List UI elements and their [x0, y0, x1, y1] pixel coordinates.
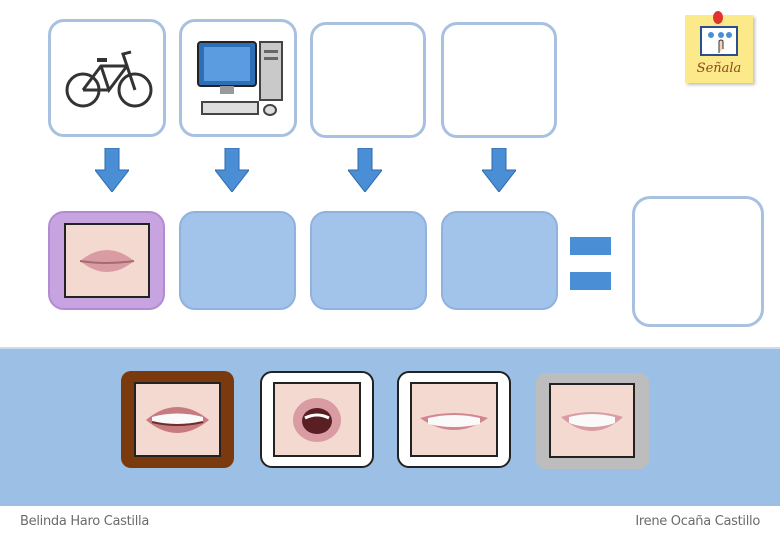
pointing-hand-icon — [700, 26, 738, 56]
desktop-computer-icon — [197, 41, 283, 116]
answer-slot-2[interactable] — [179, 211, 296, 310]
picture-card-bicycle — [48, 19, 166, 137]
options-band — [0, 347, 780, 506]
pin-icon — [713, 11, 723, 24]
footer-left-author: Belinda Haro Castilla — [20, 514, 150, 529]
mouth-closed-image — [64, 223, 150, 298]
mouth-option-4[interactable] — [536, 373, 649, 469]
senala-sticky-note: Señala — [685, 15, 753, 83]
picture-card-empty-4 — [441, 22, 557, 138]
footer-right-author: Irene Ocaña Castillo — [635, 514, 760, 529]
note-label: Señala — [696, 61, 742, 76]
arrow-down-icon — [95, 148, 129, 192]
picture-card-computer — [179, 19, 297, 137]
result-box[interactable] — [632, 196, 764, 327]
mouth-option-3[interactable] — [397, 371, 511, 468]
mouth-smile-wide-image — [549, 383, 635, 458]
mouth-open-teeth-image — [134, 382, 221, 457]
arrow-down-icon — [215, 148, 249, 192]
mouth-option-2[interactable] — [260, 371, 374, 468]
answer-slot-4[interactable] — [441, 211, 558, 310]
bicycle-icon — [65, 50, 153, 108]
arrow-down-icon — [348, 148, 382, 192]
mouth-round-open-image — [273, 382, 361, 457]
mouth-option-1[interactable] — [121, 371, 234, 468]
arrow-down-icon — [482, 148, 516, 192]
answer-slot-filled[interactable] — [48, 211, 165, 310]
equals-sign-top — [570, 237, 611, 255]
answer-slot-3[interactable] — [310, 211, 427, 310]
equals-sign-bottom — [570, 272, 611, 290]
mouth-smile-teeth-image — [410, 382, 498, 457]
picture-card-empty-3 — [310, 22, 426, 138]
